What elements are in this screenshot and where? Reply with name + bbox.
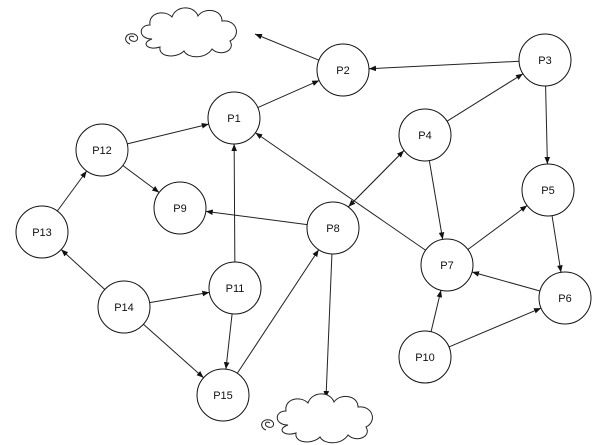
node-circle bbox=[306, 201, 360, 255]
node-label: P10 bbox=[415, 352, 435, 364]
node-circle bbox=[518, 33, 572, 87]
cloud-bottom-shape bbox=[261, 393, 373, 444]
edge-p11-to-p1 bbox=[231, 143, 237, 263]
node-label: P8 bbox=[326, 223, 339, 235]
edge-p1-to-p2 bbox=[257, 80, 320, 108]
node-label: P12 bbox=[92, 145, 112, 157]
node-circle bbox=[521, 163, 575, 217]
node-label: P3 bbox=[538, 55, 551, 67]
edge-p3-to-p5 bbox=[544, 85, 551, 165]
node-p13: P13 bbox=[15, 205, 69, 259]
node-p5: P5 bbox=[521, 163, 575, 217]
node-label: P7 bbox=[440, 260, 453, 272]
edge-p14-to-p11 bbox=[149, 290, 210, 304]
node-label: P9 bbox=[173, 203, 186, 215]
node-p14: P14 bbox=[97, 280, 151, 334]
edge-p4-to-p7 bbox=[428, 160, 445, 240]
node-label: P1 bbox=[227, 113, 240, 125]
node-label: P5 bbox=[541, 185, 554, 197]
node-label: P14 bbox=[114, 302, 134, 314]
node-p4: P4 bbox=[398, 108, 452, 162]
edge-p12-to-p9 bbox=[122, 165, 160, 193]
node-circle bbox=[316, 43, 370, 97]
node-label: P2 bbox=[336, 65, 349, 77]
node-label: P15 bbox=[213, 390, 233, 402]
node-p3: P3 bbox=[518, 33, 572, 87]
node-circle bbox=[196, 368, 250, 422]
node-p9: P9 bbox=[153, 181, 207, 235]
edge-p11-to-p15 bbox=[223, 313, 233, 370]
cloud-top-shape bbox=[125, 7, 237, 58]
node-label: P13 bbox=[32, 227, 52, 239]
node-p6: P6 bbox=[538, 271, 592, 325]
node-circle bbox=[420, 238, 474, 292]
node-p8: P8 bbox=[306, 201, 360, 255]
edge-p5-to-p6 bbox=[551, 215, 563, 273]
edge-p7-to-p5 bbox=[467, 205, 528, 250]
node-label: P6 bbox=[558, 293, 571, 305]
node-p1: P1 bbox=[207, 91, 261, 145]
edge-p6-to-p7 bbox=[471, 271, 541, 292]
edge-p15-to-p8 bbox=[236, 249, 320, 374]
node-p11: P11 bbox=[208, 261, 262, 315]
node-circle bbox=[398, 108, 452, 162]
node-circle bbox=[207, 91, 261, 145]
edge-p10-to-p6 bbox=[448, 307, 542, 348]
node-p12: P12 bbox=[75, 123, 129, 177]
node-p7: P7 bbox=[420, 238, 474, 292]
edge-p4-to-p3 bbox=[446, 73, 524, 122]
edge-p13-to-p12 bbox=[56, 170, 88, 212]
edges-layer bbox=[56, 33, 563, 399]
node-circle bbox=[97, 280, 151, 334]
edge-p14-to-p13 bbox=[60, 249, 106, 290]
edge-p8-to-p9 bbox=[205, 209, 308, 226]
node-circle bbox=[15, 205, 69, 259]
node-label: P4 bbox=[418, 130, 431, 142]
node-p10: P10 bbox=[398, 330, 452, 384]
cloud-bottom bbox=[261, 393, 373, 444]
node-circle bbox=[538, 271, 592, 325]
node-label: P11 bbox=[226, 283, 245, 295]
node-p15: P15 bbox=[196, 368, 250, 422]
node-circle bbox=[153, 181, 207, 235]
node-circle bbox=[75, 123, 129, 177]
edge-p7-to-p1 bbox=[255, 132, 426, 251]
edge-p8-to-cloud-bottom bbox=[323, 253, 333, 399]
node-p2: P2 bbox=[316, 43, 370, 97]
edge-p3-to-p2 bbox=[368, 60, 520, 72]
cloud-top bbox=[125, 7, 237, 58]
node-circle bbox=[398, 330, 452, 384]
edge-p12-to-p1 bbox=[127, 123, 209, 145]
edge-p14-to-p15 bbox=[143, 323, 204, 379]
node-circle bbox=[208, 261, 262, 315]
edge-p10-to-p7 bbox=[430, 290, 443, 332]
edge-p2-to-cloud-top bbox=[254, 33, 320, 61]
edge-p8-to-p4 bbox=[348, 150, 405, 208]
